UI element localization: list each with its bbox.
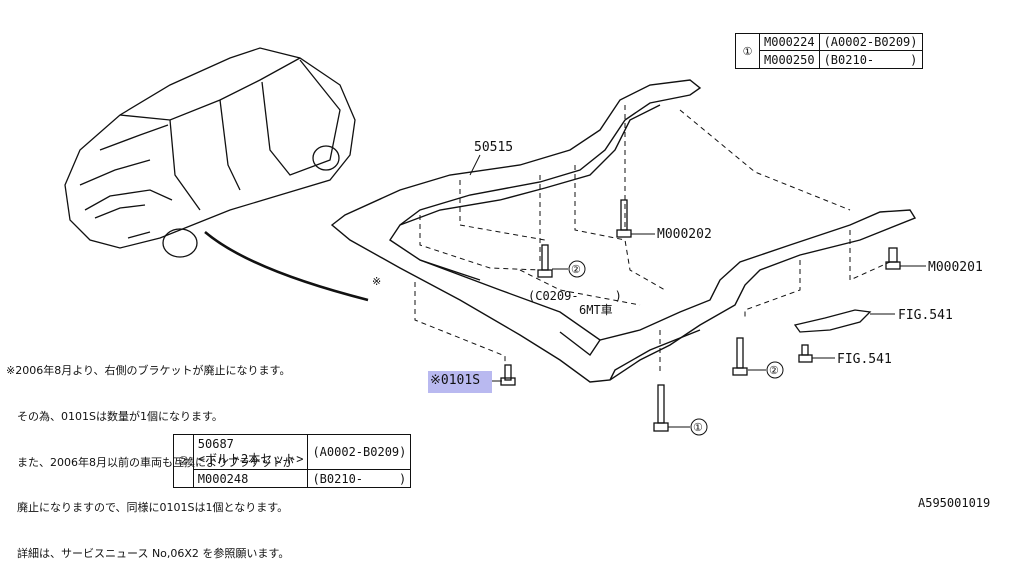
table-top-marker: ① bbox=[742, 44, 753, 58]
bolt-m000202-label: M000202 bbox=[657, 227, 712, 242]
table-top-range-1: (A0002-B0209) bbox=[818, 33, 923, 51]
table-bottom-marker-cell: ② bbox=[173, 434, 194, 488]
top-part-table: ① M000224 (A0002-B0209) M000250 (B0210- … bbox=[735, 33, 923, 69]
circle-markers bbox=[568, 260, 784, 436]
parts-diagram: ② ② ① 50515 M000202 M000201 FIG.541 FIG.… bbox=[64, 47, 990, 510]
table-top-part-1: M000224 bbox=[759, 33, 820, 51]
bolt-m000201-label: M000201 bbox=[928, 260, 983, 275]
leader-lines bbox=[469, 154, 926, 428]
highlight-label: ※0101S bbox=[430, 373, 481, 388]
table-top-part-2: M000250 bbox=[759, 50, 820, 69]
diagram-code: A595001019 bbox=[918, 496, 990, 510]
highlight-0101s: ※0101S bbox=[428, 371, 492, 393]
fig-541-upper: FIG.541 bbox=[898, 308, 953, 323]
bolt-1 bbox=[653, 384, 669, 432]
leader-line-car bbox=[204, 231, 369, 302]
footnote-line: 廃止になりますので、同様に0101Sは1個となります。 bbox=[6, 501, 289, 515]
table-bottom-range-1: (A0002-B0209) bbox=[307, 434, 412, 470]
bolt-fig bbox=[798, 344, 813, 363]
fig-541-lower: FIG.541 bbox=[837, 352, 892, 367]
bracket bbox=[793, 309, 872, 333]
footnote-line: 詳細は、サービスニュース No,06X2 を参照願います。 bbox=[6, 546, 290, 560]
table-bottom-range-2: (B0210- ) bbox=[307, 469, 412, 488]
bolt-m000202 bbox=[616, 199, 632, 238]
dashed-guides bbox=[414, 105, 891, 372]
bolt-m000201 bbox=[885, 247, 901, 270]
footnote-line: ※2006年8月より、右側のブラケットが廃止になります。 bbox=[6, 364, 291, 378]
table-bottom-desc-1: <ボルト2本セット> bbox=[197, 452, 304, 466]
car-illustration bbox=[64, 47, 356, 258]
table-bottom-part-1-cell: 50687 <ボルト2本セット> bbox=[192, 434, 309, 470]
serial-range-note: (C0209- ) bbox=[528, 289, 622, 303]
circle-2-upper: ② bbox=[571, 263, 581, 276]
table-top-range-2: (B0210- ) bbox=[818, 50, 923, 69]
table-bottom-part-2: M000248 bbox=[192, 469, 309, 488]
bolt-2-lower bbox=[732, 337, 748, 376]
bolt-2-upper bbox=[537, 244, 553, 278]
bolt-0101s bbox=[500, 364, 516, 386]
6mt-note: 6MT車 bbox=[579, 303, 613, 317]
circle-1-label: ① bbox=[693, 421, 703, 434]
star-mark: ※ bbox=[372, 275, 381, 288]
table-bottom-marker: ② bbox=[178, 454, 189, 468]
table-top-marker-cell: ① bbox=[735, 33, 760, 69]
bottom-part-table: ② 50687 <ボルト2本セット> (A0002-B0209) M000248… bbox=[173, 434, 412, 488]
footnote-line: その為、0101Sは数量が1個になります。 bbox=[6, 410, 223, 424]
crossmember-frame bbox=[330, 79, 917, 383]
table-bottom-part-1: 50687 bbox=[197, 437, 234, 451]
circle-2-lower: ② bbox=[769, 364, 779, 377]
crossmember-part-number: 50515 bbox=[474, 140, 513, 155]
